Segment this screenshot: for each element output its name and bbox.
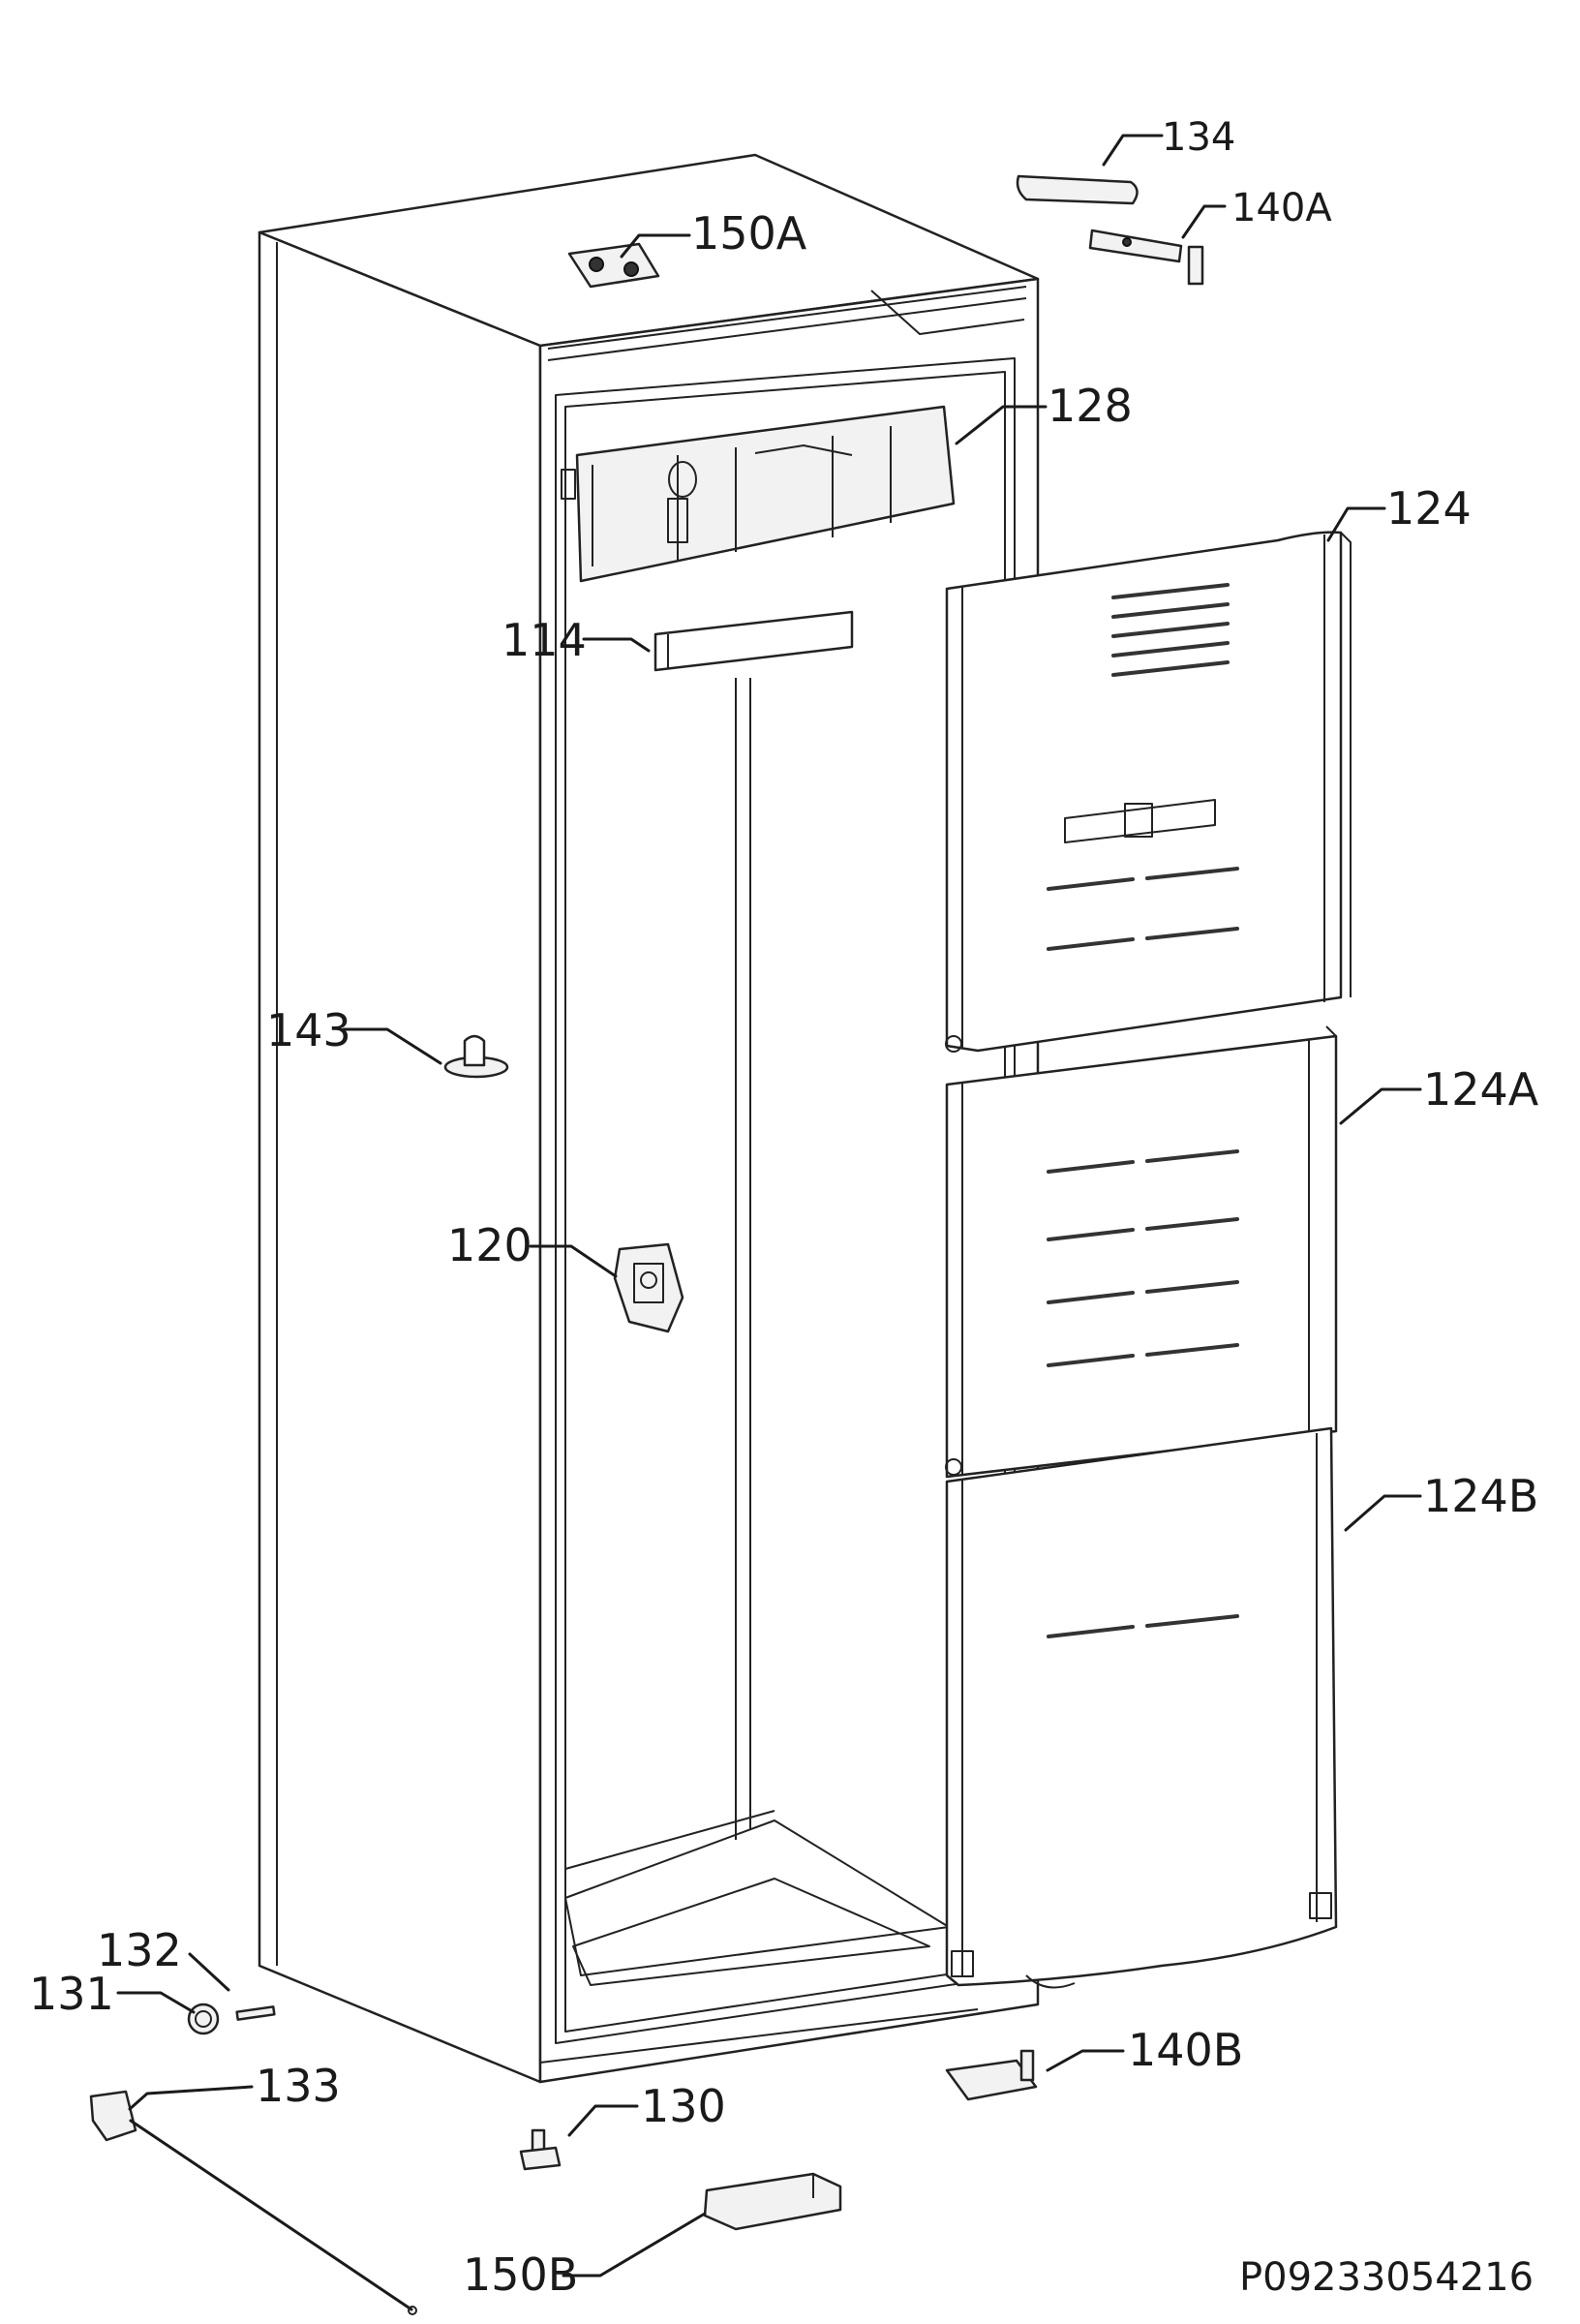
plug-part: [443, 1034, 509, 1079]
label-140a: 140A: [1231, 186, 1332, 230]
label-131: 131: [29, 1968, 114, 2020]
drawing-code: P09233054216: [1239, 2255, 1534, 2300]
label-130: 130: [641, 2080, 726, 2132]
bottom-mount-part: [703, 2172, 842, 2231]
label-124b: 124B: [1423, 1470, 1538, 1522]
top-mount-part: [567, 242, 660, 289]
label-150a: 150A: [691, 207, 807, 260]
cover-panel-middle: [945, 1025, 1338, 1479]
leveling-foot-part: [519, 2128, 562, 2171]
label-128: 128: [1048, 380, 1133, 432]
label-124: 124: [1386, 482, 1472, 535]
label-134: 134: [1162, 115, 1235, 160]
control-panel-housing: [561, 405, 956, 583]
label-124a: 124A: [1423, 1063, 1539, 1116]
label-150b: 150B: [463, 2248, 578, 2301]
label-132: 132: [97, 1924, 182, 1976]
wheel-part: [187, 2003, 220, 2035]
lower-hinge-part: [945, 2049, 1038, 2101]
hinge-cover-part: [1016, 174, 1139, 205]
part-labels: 134 140A 150A 128 124 114 143 124A 120 1…: [29, 115, 1539, 2301]
pin-part: [235, 2005, 276, 2021]
label-120: 120: [447, 1219, 532, 1271]
cover-panel-top: [945, 531, 1352, 1053]
label-114: 114: [501, 614, 587, 666]
upper-hinge-part: [1088, 229, 1204, 286]
light-cover: [653, 610, 854, 672]
label-133: 133: [256, 2060, 341, 2112]
label-143: 143: [266, 1004, 351, 1056]
cover-panel-bottom: [945, 1426, 1338, 1989]
label-140b: 140B: [1128, 2024, 1243, 2076]
bracket-part: [613, 1242, 684, 1333]
foot-assembly-part: [89, 2090, 417, 2315]
leader-lines: [116, 134, 1422, 2278]
